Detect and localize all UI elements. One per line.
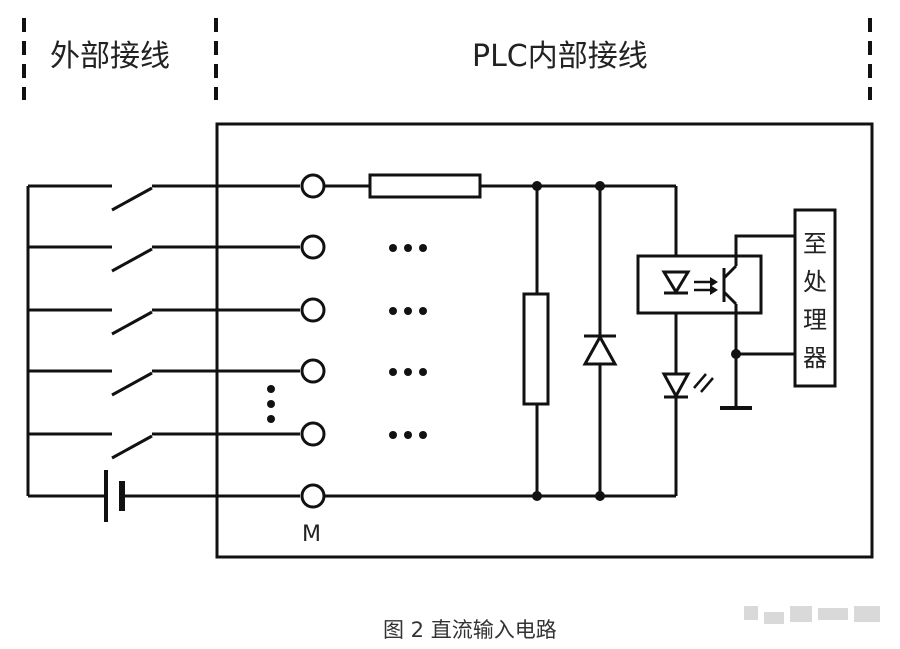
dc-battery (28, 470, 300, 522)
continuation-dots-row-5 (389, 431, 427, 439)
junction-dot (595, 491, 605, 501)
series-resistor (368, 173, 482, 199)
junction-dot (532, 181, 542, 191)
optocoupler-led (661, 270, 718, 295)
input-terminal-4 (300, 358, 326, 384)
protection-diode (582, 333, 618, 366)
indicator-led (661, 372, 714, 400)
input-terminal-5 (300, 421, 326, 447)
input-terminal-2 (300, 234, 326, 260)
external-wiring-label: 外部接线 (50, 39, 170, 74)
figure-caption: 图 2 直流输入电路 (383, 618, 557, 642)
continuation-dots-row-2 (389, 244, 427, 252)
watermark (744, 606, 880, 624)
terminal-m-label: M (302, 522, 321, 547)
input-switch-3 (28, 308, 300, 336)
processor-label-char: 器 (803, 344, 827, 372)
junction-dot (731, 349, 741, 359)
input-terminal-1 (300, 173, 326, 199)
input-switch-4 (28, 369, 300, 397)
processor-box (793, 208, 837, 388)
junction-dot (532, 491, 542, 501)
processor-label-char: 理 (803, 306, 827, 334)
phototransistor (722, 264, 738, 306)
optocoupler (636, 254, 763, 315)
collector-wire (734, 234, 795, 266)
internal-wiring-label: PLC内部接线 (472, 39, 648, 74)
continuation-dots-row-4 (389, 368, 427, 376)
shunt-resistor (522, 292, 550, 406)
more-terminals-dots (267, 385, 275, 423)
input-terminal-3 (300, 297, 326, 323)
common-terminal-m (300, 483, 326, 509)
input-switch-2 (28, 245, 300, 273)
junction-dot (595, 181, 605, 191)
input-switch-5 (28, 432, 300, 460)
processor-label-char: 处 (803, 268, 827, 296)
input-switch-1 (28, 184, 300, 212)
continuation-dots-row-3 (389, 307, 427, 315)
processor-label-char: 至 (803, 230, 827, 258)
